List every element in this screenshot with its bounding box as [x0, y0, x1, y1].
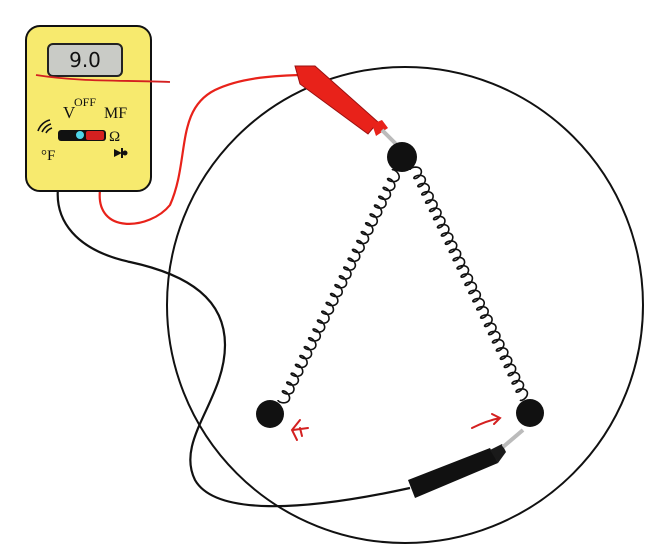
enclosure-circle: [166, 66, 644, 544]
selector-dial[interactable]: [58, 130, 106, 141]
diode-icon: [114, 148, 128, 158]
display-screen: [47, 43, 123, 77]
label-v: V: [63, 103, 76, 122]
annotation-arrow-right: [471, 413, 502, 429]
black-lead-wire: [56, 187, 411, 508]
display-reading: 9.0: [69, 48, 101, 72]
annotation-mark-left: [290, 419, 309, 441]
red-probe[interactable]: [294, 65, 402, 150]
top-terminal[interactable]: [387, 142, 417, 172]
multimeter[interactable]: 9.0 V OFF MF Ω °F: [25, 25, 171, 192]
label-off: OFF: [74, 95, 96, 109]
sound-wave-icon: [37, 119, 53, 134]
annotation-underline: [35, 74, 171, 83]
label-fahrenheit: °F: [41, 148, 55, 164]
black-probe[interactable]: [408, 428, 525, 498]
left-coil: [277, 168, 401, 404]
red-lead-wire: [98, 73, 301, 225]
left-terminal[interactable]: [256, 400, 284, 428]
label-ohm: Ω: [109, 129, 120, 145]
label-mf: MF: [104, 105, 127, 122]
right-coil: [409, 166, 529, 402]
right-terminal[interactable]: [516, 399, 544, 427]
